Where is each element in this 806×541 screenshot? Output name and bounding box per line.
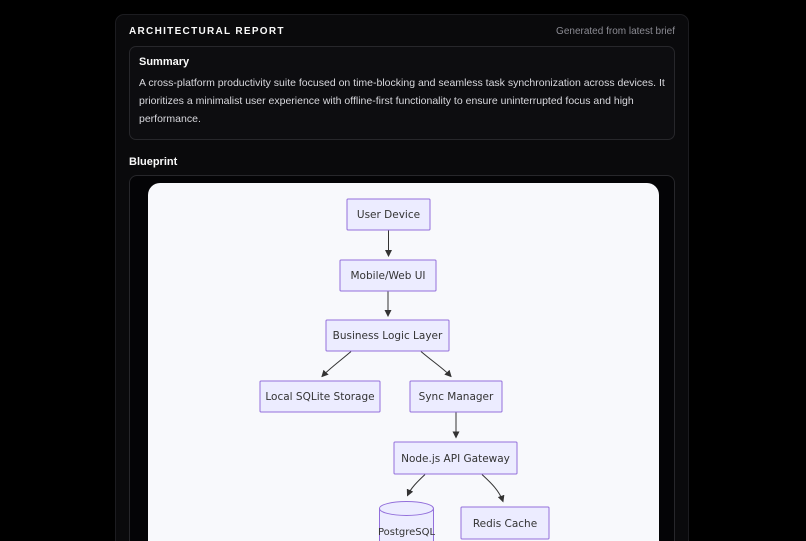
edge-business-logic-to-sync-manager xyxy=(420,351,452,378)
node-sync-manager-label: Sync Manager xyxy=(419,391,494,403)
node-local-sqlite-storage-label: Local SQLite Storage xyxy=(265,391,374,403)
node-postgresql-label: PostgreSQL xyxy=(378,527,436,538)
page-title: ARCHITECTURAL REPORT xyxy=(129,26,285,37)
node-local-sqlite-storage: Local SQLite Storage xyxy=(259,380,381,413)
blueprint-heading: Blueprint xyxy=(129,156,178,168)
report-card: ARCHITECTURAL REPORT Generated from late… xyxy=(115,14,689,541)
card-header: ARCHITECTURAL REPORT Generated from late… xyxy=(116,15,688,46)
edge-api-gateway-to-redis-cache xyxy=(481,474,505,503)
node-mobile-web-ui-label: Mobile/Web UI xyxy=(351,270,426,282)
node-redis-cache: Redis Cache xyxy=(460,506,550,540)
summary-section: Summary A cross-platform productivity su… xyxy=(129,46,675,140)
node-user-device-label: User Device xyxy=(357,209,420,221)
node-business-logic-layer: Business Logic Layer xyxy=(325,319,450,352)
node-nodejs-api-gateway: Node.js API Gateway xyxy=(393,441,518,475)
node-redis-cache-label: Redis Cache xyxy=(473,518,537,530)
node-sync-manager: Sync Manager xyxy=(409,380,503,413)
node-business-logic-layer-label: Business Logic Layer xyxy=(333,330,443,342)
architecture-diagram-panel: User Device Mobile/Web UI Business Logic… xyxy=(148,183,659,541)
generated-from-label: Generated from latest brief xyxy=(556,26,675,37)
node-nodejs-api-gateway-label: Node.js API Gateway xyxy=(401,453,510,465)
edge-business-logic-to-local-sqlite xyxy=(321,351,352,378)
summary-heading: Summary xyxy=(139,56,190,68)
node-user-device: User Device xyxy=(346,198,431,231)
node-postgresql-database: PostgreSQL xyxy=(378,501,436,541)
edge-api-gateway-to-postgresql xyxy=(406,474,426,497)
architecture-flowchart: User Device Mobile/Web UI Business Logic… xyxy=(259,198,550,541)
node-mobile-web-ui: Mobile/Web UI xyxy=(339,259,437,292)
diagram-edges xyxy=(321,230,505,503)
blueprint-section: User Device Mobile/Web UI Business Logic… xyxy=(129,175,675,541)
summary-text: A cross-platform productivity suite focu… xyxy=(139,77,665,125)
